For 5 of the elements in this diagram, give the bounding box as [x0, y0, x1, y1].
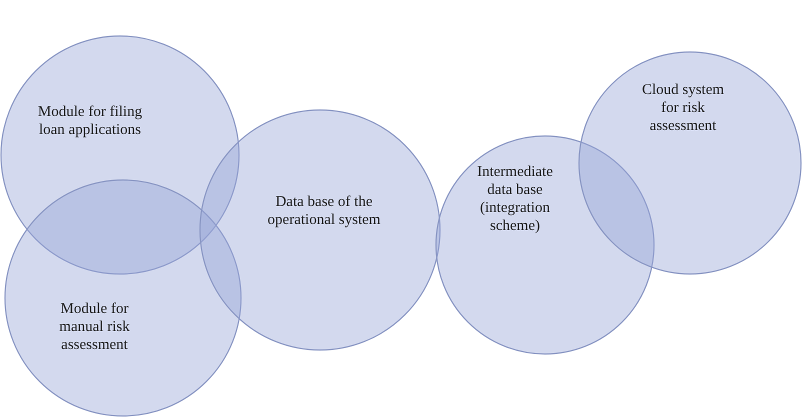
node-label: Module for filing loan applications	[36, 103, 144, 139]
node-label: Module for manual risk assessment	[58, 300, 131, 354]
node-label: Data base of the operational system	[266, 193, 382, 229]
node-label: Cloud system for risk assessment	[640, 81, 726, 135]
node-label: Intermediate data base (integration scheme)	[476, 163, 554, 235]
